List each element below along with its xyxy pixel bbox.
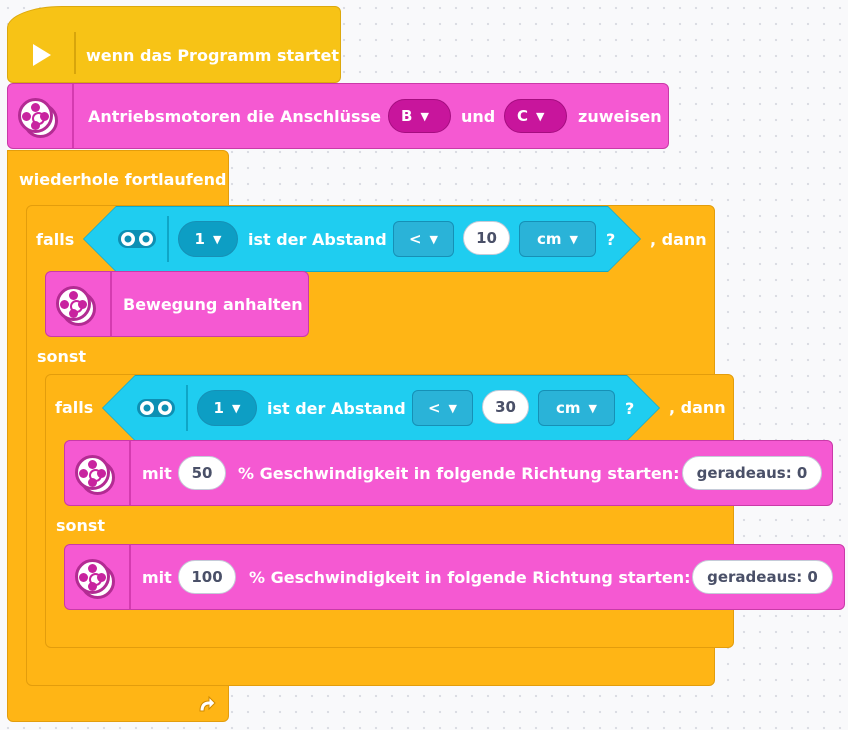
chevron-down-icon: ▼	[536, 109, 545, 123]
outer-distance-input[interactable]: 10	[463, 221, 510, 255]
chevron-down-icon: ▼	[429, 232, 439, 246]
chevron-down-icon: ▼	[569, 232, 578, 246]
outer-then-label: , dann	[650, 230, 707, 249]
outer-if-label: falls	[36, 230, 75, 249]
distance-sensor-icon	[116, 224, 160, 254]
assign-suffix: zuweisen	[578, 107, 662, 126]
inner-distance-input[interactable]: 30	[482, 390, 529, 424]
distance-sensor-icon	[135, 393, 179, 423]
chevron-down-icon: ▼	[588, 401, 597, 415]
motor-pair-icon	[75, 559, 115, 599]
port-left-dropdown[interactable]: B▼	[388, 99, 451, 133]
motor-pair-icon	[75, 455, 115, 495]
assign-motors-label: Antriebsmotoren die Anschlüsse	[88, 107, 381, 126]
outer-operator-dropdown[interactable]: <▼	[393, 221, 454, 257]
inner-condition-text: ist der Abstand	[267, 399, 406, 418]
start-50-text: % Geschwindigkeit in folgende Richtung s…	[238, 464, 680, 483]
inner-operator-dropdown[interactable]: <▼	[412, 390, 473, 426]
outer-condition-text: ist der Abstand	[248, 230, 387, 249]
inner-then-label: , dann	[669, 398, 726, 417]
speed-input-50[interactable]: 50	[178, 456, 226, 490]
inner-unit-dropdown[interactable]: cm▼	[538, 390, 615, 426]
stop-movement-label: Bewegung anhalten	[123, 295, 303, 314]
chevron-down-icon: ▼	[448, 401, 458, 415]
direction-input-100[interactable]: geradeaus: 0	[692, 560, 833, 594]
loop-label: wiederhole fortlaufend	[19, 170, 227, 189]
outer-else-label: sonst	[37, 347, 87, 366]
hat-label: wenn das Programm startet	[86, 46, 339, 65]
direction-input-50[interactable]: geradeaus: 0	[682, 456, 822, 490]
chevron-down-icon: ▼	[231, 401, 241, 415]
assign-connector: und	[461, 107, 496, 126]
program-start-hat-block[interactable]	[7, 6, 341, 83]
inner-else-label: sonst	[56, 516, 106, 535]
play-icon	[31, 42, 53, 68]
port-right-dropdown[interactable]: C▼	[504, 99, 567, 133]
loop-arrow-icon	[196, 694, 218, 714]
inner-condition-question: ?	[625, 399, 635, 418]
chevron-down-icon: ▼	[420, 109, 429, 123]
start-50-prefix: mit	[142, 464, 172, 483]
inner-if-label: falls	[55, 398, 94, 417]
outer-condition-question: ?	[606, 230, 616, 249]
motor-pair-icon	[18, 98, 58, 138]
chevron-down-icon: ▼	[212, 232, 222, 246]
inner-port-dropdown[interactable]: 1▼	[197, 390, 257, 426]
motor-pair-icon	[56, 286, 96, 326]
outer-unit-dropdown[interactable]: cm▼	[519, 221, 596, 257]
outer-port-dropdown[interactable]: 1▼	[178, 221, 238, 257]
speed-input-100[interactable]: 100	[178, 560, 236, 594]
start-100-prefix: mit	[142, 568, 172, 587]
start-100-text: % Geschwindigkeit in folgende Richtung s…	[249, 568, 691, 587]
